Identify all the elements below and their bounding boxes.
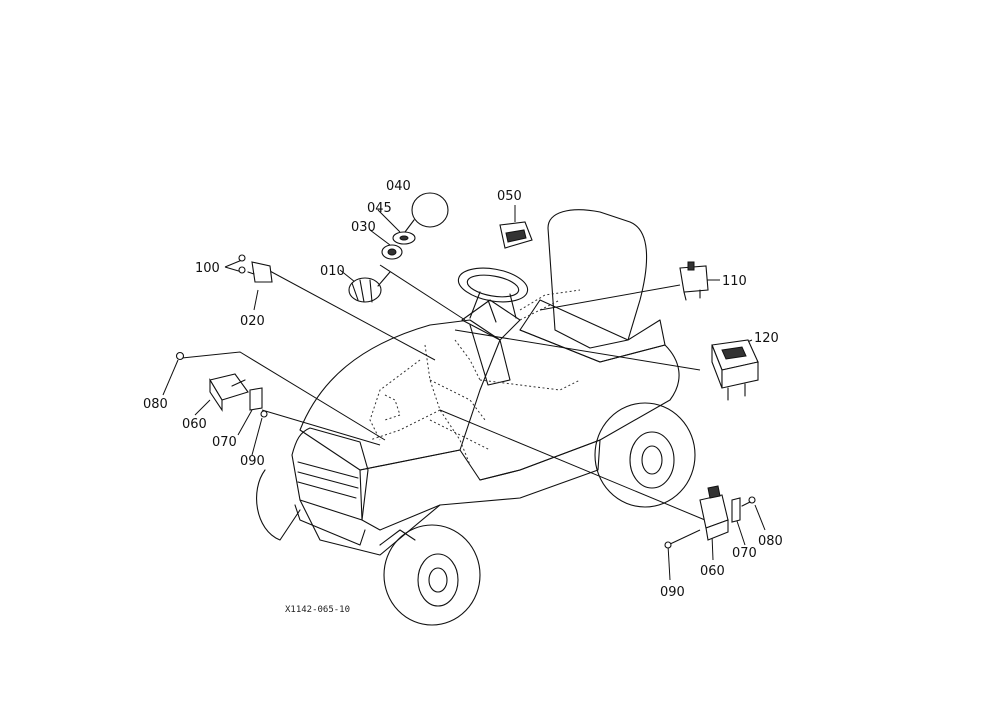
callout-010: 010: [320, 264, 345, 279]
callout-070-left: 070: [212, 435, 237, 450]
part-080-screw-left: [175, 351, 185, 361]
part-090-nut-left: [260, 410, 268, 418]
callout-045: 045: [367, 201, 392, 216]
part-110-switch: [679, 261, 709, 301]
callout-020: 020: [240, 314, 265, 329]
part-100-screws: [238, 254, 246, 274]
front-left-wheel: [379, 524, 481, 626]
part-070-bracket-left: [249, 387, 263, 411]
callout-060-right: 060: [700, 564, 725, 579]
callout-040: 040: [386, 179, 411, 194]
part-040-lamp: [404, 192, 449, 233]
callout-030: 030: [351, 220, 376, 235]
part-010-key-switch: [348, 271, 391, 303]
part-060-switch-right: [699, 485, 729, 541]
part-050-switch: [499, 221, 533, 249]
part-030-socket: [381, 244, 403, 260]
callout-070-right: 070: [732, 546, 757, 561]
part-120-indicator: [711, 339, 759, 401]
callout-100: 100: [195, 261, 220, 276]
callout-090-left: 090: [240, 454, 265, 469]
drawing-code: X1142-065-10: [285, 605, 350, 615]
tractor-outline: [291, 209, 680, 556]
rear-right-wheel: [594, 402, 696, 508]
part-020-relay: [247, 261, 273, 283]
callout-080-right: 080: [758, 534, 783, 549]
part-045-bulb: [392, 231, 416, 245]
callout-110: 110: [722, 274, 747, 289]
callout-120: 120: [754, 331, 779, 346]
wiring-harness: [369, 289, 581, 466]
leader-lines: [162, 199, 766, 581]
part-070-bracket-right: [731, 497, 741, 523]
front-right-wheel: [256, 469, 301, 541]
part-090-nut-right: [664, 541, 672, 549]
callout-050: 050: [497, 189, 522, 204]
part-060-switch-left: [209, 373, 249, 412]
callout-080-left: 080: [143, 397, 168, 412]
callout-090-right: 090: [660, 585, 685, 600]
callout-labels: 040 050 045 030 100 010 110 020 120 080 …: [143, 179, 783, 600]
part-080-screw-right: [741, 496, 756, 507]
callout-060-left: 060: [182, 417, 207, 432]
